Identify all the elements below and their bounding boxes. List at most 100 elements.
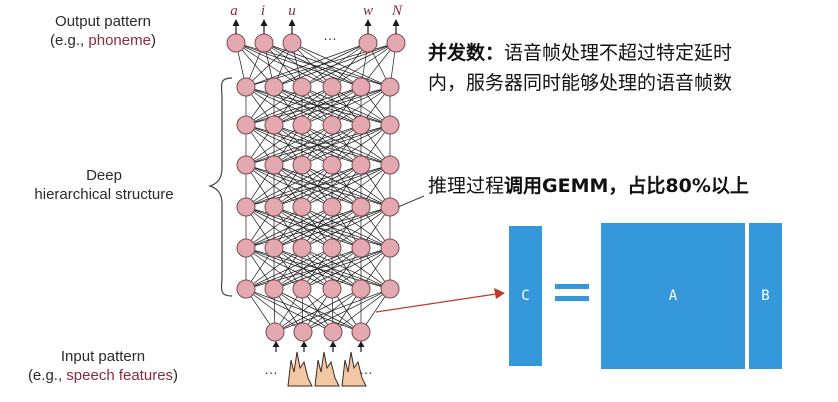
output-symbol: N [391,3,403,19]
connection-line [301,42,397,88]
hidden-node [380,155,400,175]
hidden-node [236,115,256,135]
connection-line [331,206,391,249]
output-node [226,33,246,53]
hidden-node [292,197,312,217]
input-pattern-label: Input pattern (e.g., speech features) [0,347,206,385]
output-pattern-example: (e.g., phoneme) [18,31,188,50]
output-example-suffix: ) [150,32,156,49]
network-nodes [226,33,406,342]
hidden-node [322,197,342,217]
connection-line [302,288,391,333]
connection-line [331,124,391,166]
connection-line [245,86,362,126]
hidden-node [264,197,284,217]
input-node [293,322,313,342]
hidden-node [264,279,284,299]
input-ellipsis-left: … [264,361,278,377]
connection-line [245,164,362,208]
equals-sign [555,284,589,302]
input-arrowhead [329,341,337,347]
connection-line [245,288,334,333]
input-ellipsis-right: … [359,361,373,377]
output-arrowhead [364,19,372,26]
hidden-node [264,155,284,175]
hidden-node [322,155,342,175]
input-node [265,322,285,342]
hidden-node [351,155,371,175]
hidden-node [351,279,371,299]
input-arrowhead [357,341,365,347]
connection-line [273,42,397,88]
connection-line [274,288,362,333]
concurrency-term: 并发数： [428,42,505,64]
hidden-node [264,115,284,135]
connection-line [245,247,362,290]
connection-line [245,86,303,126]
hidden-node [292,279,312,299]
hidden-node [351,197,371,217]
matrix-b-block: B [749,223,782,369]
hidden-node [351,238,371,258]
connection-line [273,164,391,208]
output-symbol: a [230,3,238,19]
connection-line [273,86,391,126]
hidden-node [236,77,256,97]
connection-line [245,247,333,290]
output-pattern-title: Output pattern [55,13,151,30]
hidden-node [380,238,400,258]
input-pattern-title: Input pattern [60,348,146,365]
speech-feature-waveform [314,351,340,387]
hidden-node [236,155,256,175]
matrix-c-block: C [509,226,542,366]
connection-line [301,206,391,249]
connection-line [245,206,333,249]
input-arrowhead [300,341,308,347]
speech-feature-waveform [287,351,313,387]
deep-structure-label: Deep hierarchical structure [6,166,202,204]
connection-line [274,288,391,333]
connection-line [245,206,362,249]
connection-line [235,42,333,88]
connection-line [291,42,333,88]
network-extras: a i u w N … … … [208,3,505,387]
matrix-c-label: C [521,288,530,304]
hidden-node [292,115,312,135]
matrix-a-block: A [601,223,745,369]
hidden-node [380,77,400,97]
hidden-node [292,77,312,97]
inference-prefix: 推理过程 [428,175,505,197]
connection-line [273,247,391,290]
output-arrowhead [392,19,400,26]
output-arrowhead [232,19,240,26]
output-node [254,33,274,53]
inference-note: 推理过程调用GEMM，占比80%以上 [428,172,836,200]
hidden-node [264,238,284,258]
connection-line [274,288,333,333]
connection-line [331,42,397,88]
connection-line [291,42,391,88]
concurrency-line2: 内，服务器同时能够处理的语音帧数 [428,72,733,94]
output-symbol: i [261,3,265,19]
network-connections [235,42,397,333]
connection-line [245,164,303,208]
deep-structure-brace [208,77,233,297]
connection-line [273,124,391,166]
output-node [282,33,302,53]
output-symbol: u [288,3,296,19]
output-ellipsis: … [323,27,337,43]
hidden-node [351,77,371,97]
connection-line [263,42,362,88]
hidden-node [322,77,342,97]
inference-gemm-text: 调用GEMM，占比80%以上 [504,175,749,197]
speech-feature-waveform [341,351,367,387]
output-symbol: w [363,3,373,19]
input-example-term: speech features [66,367,174,384]
hidden-node [292,238,312,258]
connection-line [273,206,391,249]
gemm-arrowhead [494,288,505,299]
concurrency-note: 并发数：语音帧处理不超过特定延时 内，服务器同时能够处理的语音帧数 [428,38,833,98]
hidden-node [322,279,342,299]
connection-line [245,124,333,166]
